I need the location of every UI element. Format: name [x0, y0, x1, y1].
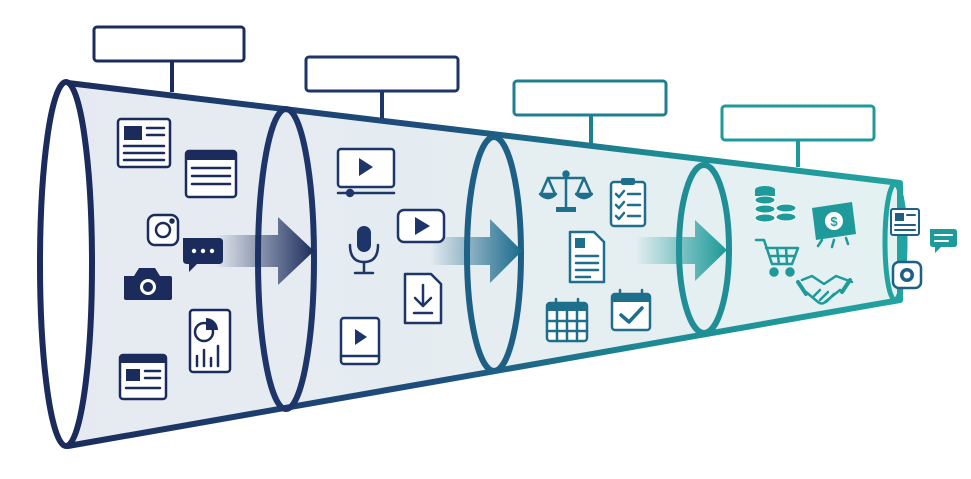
calendar-check-icon [610, 288, 652, 332]
instagram-icon [146, 213, 180, 247]
money-icon: $ [812, 202, 856, 249]
microphone-icon [348, 226, 380, 275]
arrow-stage-3-to-4 [636, 220, 727, 281]
video-player-icon [336, 147, 396, 198]
instagram-icon [891, 260, 923, 290]
camera-icon [124, 268, 172, 300]
document-icon [568, 230, 606, 284]
funnel-ring-5 [882, 181, 908, 303]
newspaper-icon [116, 117, 172, 169]
calendar-icon [545, 297, 589, 343]
arrow-stage-1-to-2 [215, 217, 314, 285]
handshake-icon [796, 274, 854, 305]
coins-icon [754, 186, 797, 223]
arrow-stage-2-to-3 [430, 219, 522, 283]
chat-bubble-icon [930, 229, 957, 253]
checklist-icon [609, 178, 647, 228]
chat-bubble-icon [183, 238, 223, 272]
web-page-icon [184, 149, 238, 199]
newspaper-icon [890, 208, 920, 236]
ebook-icon [339, 316, 381, 366]
stage-label-3 [512, 79, 668, 143]
report-icon [188, 308, 232, 374]
scales-icon [538, 170, 594, 212]
stage-label-1 [92, 25, 246, 92]
download-document-icon [403, 272, 443, 325]
funnel-ring-1 [37, 79, 95, 449]
web-page-icon [118, 353, 168, 401]
svg-text:$: $ [830, 214, 838, 229]
stage-label-2 [304, 55, 460, 118]
stage-label-4 [720, 104, 876, 167]
play-button-icon [396, 208, 446, 244]
shopping-cart-icon [754, 238, 800, 277]
